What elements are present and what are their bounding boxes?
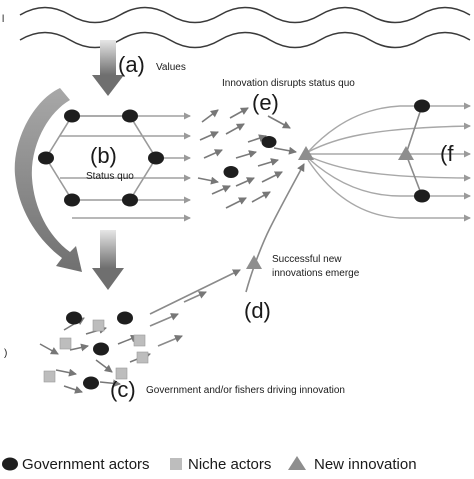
government-node	[83, 376, 99, 390]
new-innovation-triangle	[246, 255, 262, 269]
disruption-nodes	[223, 136, 277, 178]
disruption-arrows	[197, 107, 297, 209]
f-network-nodes	[414, 99, 430, 203]
label-d-text-2: innovations emerge	[272, 268, 360, 279]
wave-line-1	[19, 6, 471, 24]
niche-node	[115, 367, 128, 380]
label-a: (a)	[118, 52, 145, 77]
new-innovation-triangle	[398, 146, 414, 160]
legend: Government actors Niche actors New innov…	[2, 456, 417, 473]
government-node	[148, 151, 164, 165]
new-innovation-triangle	[298, 146, 314, 160]
government-node	[261, 136, 277, 148]
edge-glyph-mid: )	[4, 348, 7, 359]
emergence-curve	[245, 163, 305, 293]
government-node	[414, 99, 430, 113]
niche-node	[136, 351, 149, 364]
government-node	[38, 151, 54, 165]
legend-government-icon	[2, 457, 18, 471]
label-b: (b)	[90, 143, 117, 168]
government-node	[414, 189, 430, 203]
niche-cluster-squares	[43, 319, 149, 383]
label-e-text: Innovation disrupts status quo	[222, 78, 355, 89]
legend-niche-label: Niche actors	[188, 456, 271, 473]
label-a-text: Values	[156, 62, 186, 73]
government-node	[66, 311, 82, 325]
government-node	[93, 342, 109, 356]
fan-lines	[307, 102, 471, 222]
label-f: (f	[440, 141, 454, 166]
curved-flow-arrow	[14, 88, 83, 272]
label-d-text-1: Successful new	[272, 254, 342, 265]
edge-glyph-top: l	[2, 14, 4, 25]
down-arrow-top	[92, 40, 124, 96]
label-d: (d)	[244, 298, 271, 323]
niche-node	[43, 370, 56, 383]
label-c: (c)	[110, 377, 136, 402]
legend-niche-icon	[170, 458, 182, 470]
wave-line-2	[19, 31, 471, 49]
label-e: (e)	[252, 90, 279, 115]
niche-node	[92, 319, 105, 332]
niche-node	[59, 337, 72, 350]
legend-innovation-label: New innovation	[314, 456, 417, 473]
government-node	[122, 109, 138, 123]
wave-lines	[19, 6, 471, 49]
government-node	[223, 166, 239, 178]
government-node	[122, 193, 138, 207]
legend-government-label: Government actors	[22, 456, 150, 473]
status-quo-nodes	[38, 109, 164, 207]
emergence-arrows	[149, 269, 241, 347]
f-network-links	[405, 105, 423, 197]
label-b-text: Status quo	[86, 171, 134, 182]
down-arrow-middle	[92, 230, 124, 290]
niche-node	[133, 334, 146, 347]
government-node	[117, 311, 133, 325]
government-node	[64, 109, 80, 123]
niche-cluster-circles	[66, 311, 133, 390]
legend-innovation-icon	[288, 456, 306, 470]
government-node	[64, 193, 80, 207]
label-c-text: Government and/or fishers driving innova…	[146, 385, 345, 396]
